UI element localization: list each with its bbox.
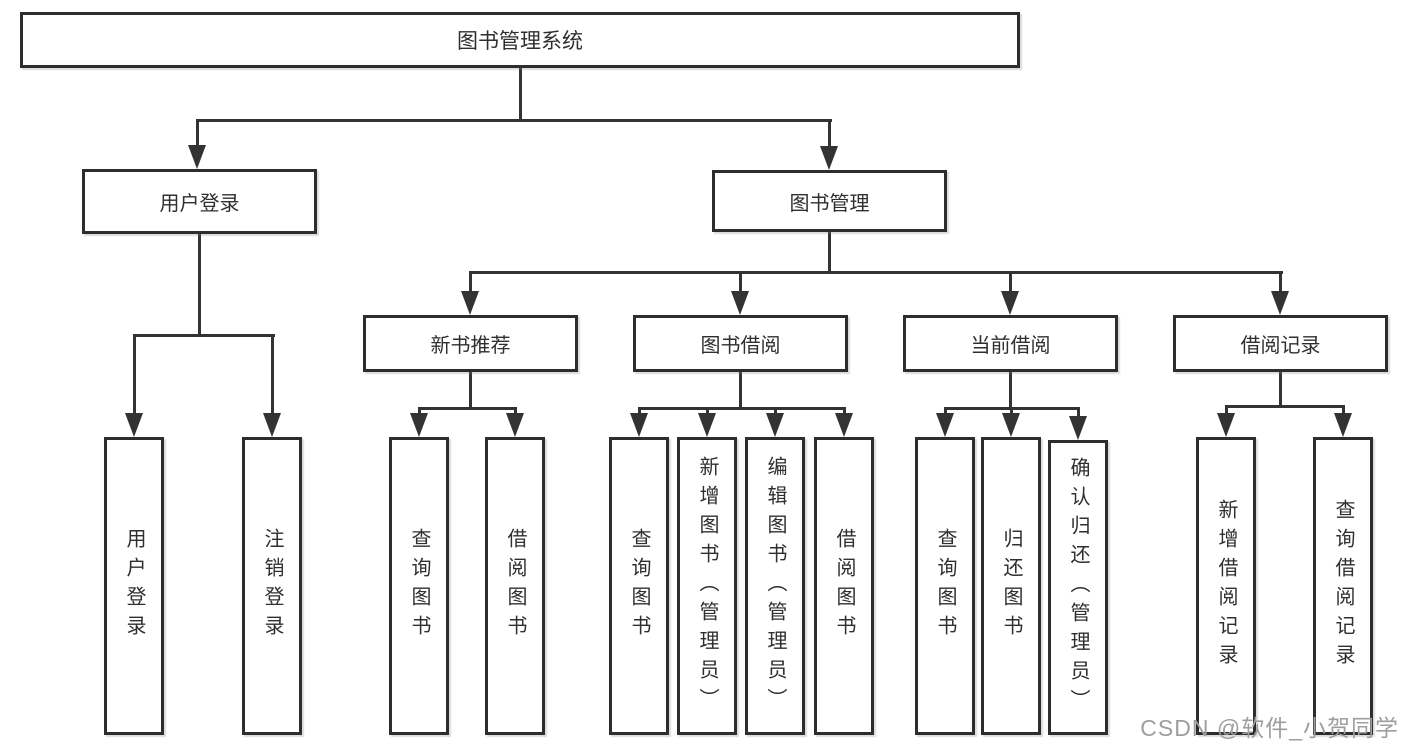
connector-drop [469,271,472,297]
leaf-label: 查询图书 [628,528,650,644]
node-current: 当前借阅 [903,315,1118,372]
leaf-label: 归还图书 [1000,528,1022,644]
connector-new-book-trunk [469,372,472,410]
arrow-down-icon [835,413,853,437]
arrow-down-icon [506,413,524,437]
connector-new-book-branch [418,407,517,410]
node-borrow: 图书借阅 [633,315,848,372]
node-records: 借阅记录 [1173,315,1388,372]
leaf-logout: 注销登录 [242,437,302,735]
leaf-records-query: 查询借阅记录 [1313,437,1373,735]
node-label: 借阅记录 [1240,335,1321,357]
leaf-label: 查询借阅记录 [1332,499,1354,673]
leaf-current-confirm-admin: 确认归还（管理员） [1048,440,1108,735]
arrow-down-icon [461,291,479,315]
arrow-down-icon [1069,416,1087,440]
connector-records-trunk [1279,372,1282,408]
node-label: 图书管理 [789,192,870,215]
arrow-down-icon [1001,291,1019,315]
arrow-down-icon [1334,413,1352,437]
leaf-borrow-edit-admin: 编辑图书（管理员） [745,437,805,735]
arrow-down-icon [125,413,143,437]
leaf-label: 查询图书 [934,528,956,644]
connector-drop [133,334,136,419]
node-book-mgmt: 图书管理 [712,170,947,232]
connector-records-branch [1225,405,1345,408]
connector-drop [1342,405,1345,419]
connector-drop [1077,407,1080,422]
leaf-borrow-query: 查询图书 [609,437,669,735]
connector-current-trunk [1009,372,1012,410]
connector-root-trunk [519,68,522,121]
node-label: 用户登录 [159,193,240,215]
leaf-label: 确认归还（管理员） [1067,457,1089,718]
arrow-down-icon [1217,413,1235,437]
connector-user-login-trunk [198,234,201,336]
leaf-current-query: 查询图书 [915,437,975,735]
connector-drop [271,334,274,419]
connector-level1-branch [196,119,832,122]
leaf-user-login: 用户登录 [104,437,164,735]
leaf-borrow-add-admin: 新增图书（管理员） [677,437,737,735]
connector-drop [1225,405,1228,419]
leaf-label: 新增借阅记录 [1215,499,1237,673]
watermark: CSDN @软件_小贺同学 [1140,715,1399,741]
arrow-down-icon [698,413,716,437]
leaf-records-add: 新增借阅记录 [1196,437,1256,735]
connector-book-mgmt-trunk [828,232,831,273]
leaf-label: 用户登录 [123,528,145,644]
node-label: 当前借阅 [970,335,1051,357]
arrow-down-icon [630,413,648,437]
node-label: 图书管理系统 [457,30,583,53]
arrow-down-icon [263,413,281,437]
connector-drop [1009,271,1012,297]
node-root-system: 图书管理系统 [20,12,1020,68]
leaf-label: 查询图书 [408,528,430,644]
arrow-down-icon [936,413,954,437]
leaf-borrow-borrow: 借阅图书 [814,437,874,735]
connector-drop-user-login [196,119,199,149]
leaf-label: 借阅图书 [504,528,526,644]
arrow-down-icon [766,413,784,437]
arrow-down-icon [1002,413,1020,437]
arrow-down-icon [731,291,749,315]
node-label: 新书推荐 [430,335,511,357]
node-new-book: 新书推荐 [363,315,578,372]
leaf-current-return: 归还图书 [981,437,1041,735]
connector-user-login-branch [133,334,275,337]
arrow-down-icon [1271,291,1289,315]
node-label: 图书借阅 [700,335,781,357]
connector-drop [1279,271,1282,297]
connector-level2-branch [469,271,1283,274]
leaf-label: 注销登录 [261,528,283,644]
connector-borrow-trunk [739,372,742,410]
connector-drop-book-mgmt [828,119,831,150]
leaf-label: 新增图书（管理员） [696,455,718,717]
leaf-label: 编辑图书（管理员） [764,455,786,717]
connector-drop [739,271,742,297]
connector-borrow-branch [638,407,846,410]
node-user-login: 用户登录 [82,169,317,234]
leaf-label: 借阅图书 [833,528,855,644]
arrow-down-icon [410,413,428,437]
leaf-newbook-borrow: 借阅图书 [485,437,545,735]
leaf-newbook-query: 查询图书 [389,437,449,735]
arrow-down-icon [188,145,206,169]
arrow-down-icon [820,146,838,170]
